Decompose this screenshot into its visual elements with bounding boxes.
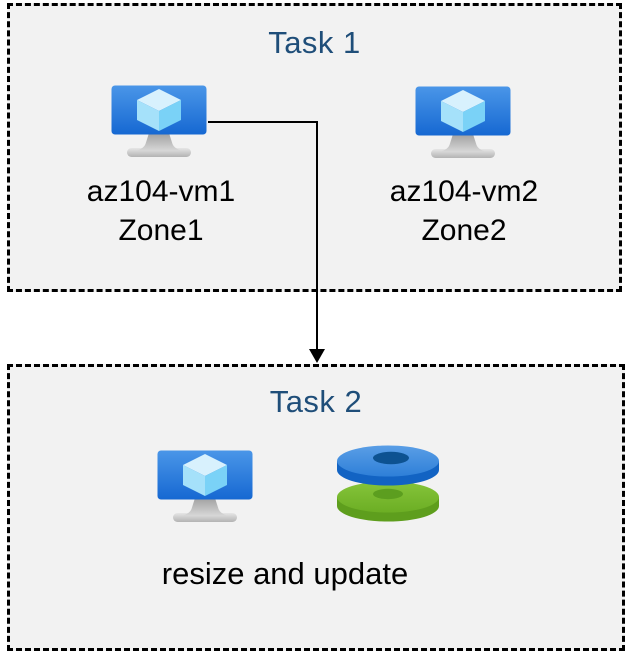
vm1-zone: Zone1 bbox=[118, 214, 204, 247]
vm2-zone: Zone2 bbox=[421, 214, 507, 247]
azure-virtual-machine-icon bbox=[157, 450, 253, 522]
task2-title: Task 2 bbox=[269, 384, 363, 419]
azure-managed-disks-icon bbox=[337, 445, 439, 522]
azure-virtual-machine-icon bbox=[111, 85, 207, 157]
task1-title: Task 1 bbox=[268, 25, 361, 60]
azure-virtual-machine-icon bbox=[415, 86, 511, 158]
task2-caption: resize and update bbox=[161, 556, 409, 591]
vm2-name: az104-vm2 bbox=[389, 175, 539, 208]
vm1-name: az104-vm1 bbox=[86, 175, 236, 208]
vm1-label: az104-vm1 Zone1 bbox=[51, 172, 271, 250]
vm2-label: az104-vm2 Zone2 bbox=[354, 172, 574, 250]
task2-box bbox=[7, 364, 625, 651]
